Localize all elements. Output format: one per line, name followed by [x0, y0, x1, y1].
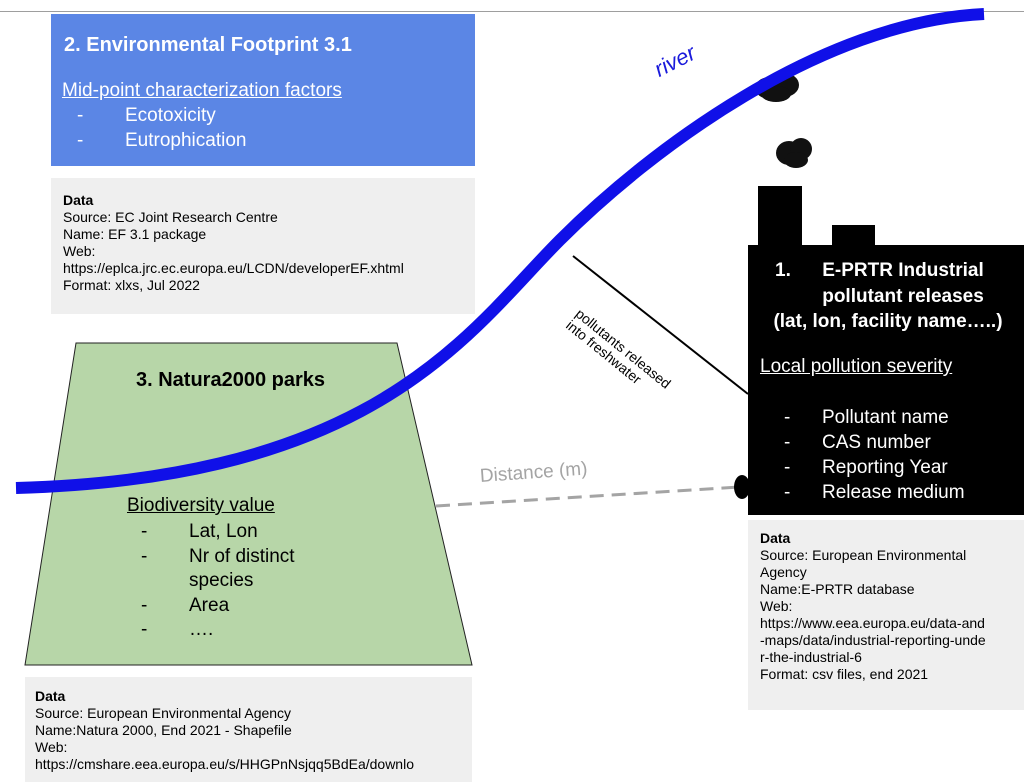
eprtr-title: 1. E-PRTR Industrial pollutant releases … — [757, 258, 1019, 335]
eprtr-list: -Pollutant name -CAS number -Reporting Y… — [784, 405, 965, 505]
distance-line — [435, 485, 741, 508]
natura-data-line: Source: European Environmental Agency — [35, 705, 292, 721]
ef-data-link: https://eplca.jrc.ec.europa.eu/LCDN/deve… — [63, 260, 404, 276]
natura-data-link: https://cmshare.eea.europa.eu/s/HHGPnNsj… — [35, 756, 414, 772]
ef-data-box: Data Source: EC Joint Research Centre Na… — [51, 178, 475, 314]
natura-list: -Lat, Lon -Nr of distinct species -Area … — [141, 520, 295, 643]
ef-title: 2. Environmental Footprint 3.1 — [64, 34, 352, 56]
list-item: -Eutrophication — [77, 130, 247, 151]
natura-data-line: Name:Natura 2000, End 2021 - Shapefile — [35, 722, 292, 738]
list-item: -CAS number — [784, 432, 931, 453]
list-item: -Lat, Lon — [141, 521, 258, 542]
eprtr-data-line: Format: csv files, end 2021 — [760, 666, 929, 682]
list-item: -Reporting Year — [784, 457, 948, 478]
natura-park-shape — [24, 342, 473, 666]
eprtr-title-line: pollutant releases — [822, 285, 984, 307]
eprtr-data-line: Agency — [760, 564, 807, 580]
natura-title: 3. Natura2000 parks — [136, 369, 326, 391]
eprtr-title-line: (lat, lon, facility name…..) — [773, 311, 1003, 332]
eprtr-data-title: Data — [760, 530, 791, 546]
eprtr-data-line: Name:E-PRTR database — [760, 581, 915, 597]
factory-chimney-tall — [758, 186, 802, 246]
eprtr-data-line: Web: — [760, 598, 793, 614]
facility-point-marker — [734, 475, 750, 499]
eprtr-title-line: E-PRTR Industrial — [822, 260, 984, 281]
list-item: -Release medium — [784, 482, 965, 503]
list-item: species — [189, 570, 254, 591]
ef-subtitle: Mid-point characterization factors — [62, 80, 342, 101]
pollutant-release-line — [572, 255, 749, 395]
environmental-footprint-box: 2. Environmental Footprint 3.1 Mid-point… — [51, 14, 475, 166]
eprtr-data-link: https://www.eea.europa.eu/data-and — [760, 615, 985, 631]
ef-data-title: Data — [63, 192, 94, 208]
list-item: -Ecotoxicity — [77, 105, 216, 126]
smoke-cloud-lower — [776, 138, 812, 168]
eprtr-subtitle: Local pollution severity — [760, 356, 953, 377]
ef-list: -Ecotoxicity -Eutrophication — [77, 103, 246, 153]
eprtr-data-box: Data Source: European Environmental Agen… — [748, 520, 1024, 710]
ef-data-line: Format: xlxs, Jul 2022 — [63, 277, 200, 293]
factory-chimney-short — [832, 225, 875, 246]
factory-building — [748, 245, 1024, 515]
list-item: -…. — [141, 619, 214, 640]
natura-subtitle: Biodiversity value — [127, 495, 275, 516]
ef-data-line: Name: EF 3.1 package — [63, 226, 207, 242]
top-divider — [0, 11, 1024, 12]
ef-data-line: Source: EC Joint Research Centre — [63, 209, 278, 225]
natura-data-box: Data Source: European Environmental Agen… — [25, 677, 472, 782]
eprtr-data-link: -maps/data/industrial-reporting-unde — [760, 632, 986, 648]
ef-data-line: Web: — [63, 243, 96, 259]
eprtr-data-link: r-the-industrial-6 — [760, 649, 862, 665]
eprtr-data-line: Source: European Environmental — [760, 547, 967, 563]
list-item: -Area — [141, 594, 230, 616]
eprtr-number: 1. — [775, 260, 791, 281]
list-item: -Nr of distinct — [141, 545, 295, 567]
natura-data-title: Data — [35, 688, 66, 704]
river-line — [15, 8, 985, 494]
natura-data-line: Web: — [35, 739, 68, 755]
list-item: -Pollutant name — [784, 407, 949, 428]
